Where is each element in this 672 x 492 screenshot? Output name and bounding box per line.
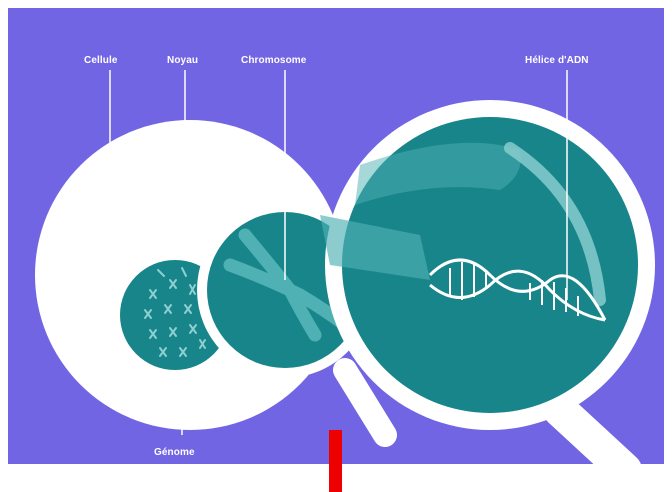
red-marker [329, 430, 342, 492]
label-noyau: Noyau [167, 55, 198, 66]
label-cellule: Cellule [84, 55, 118, 66]
label-helice-adn: Hélice d'ADN [525, 55, 589, 66]
label-chromosome: Chromosome [241, 55, 306, 66]
label-genome: Génome [154, 447, 195, 458]
